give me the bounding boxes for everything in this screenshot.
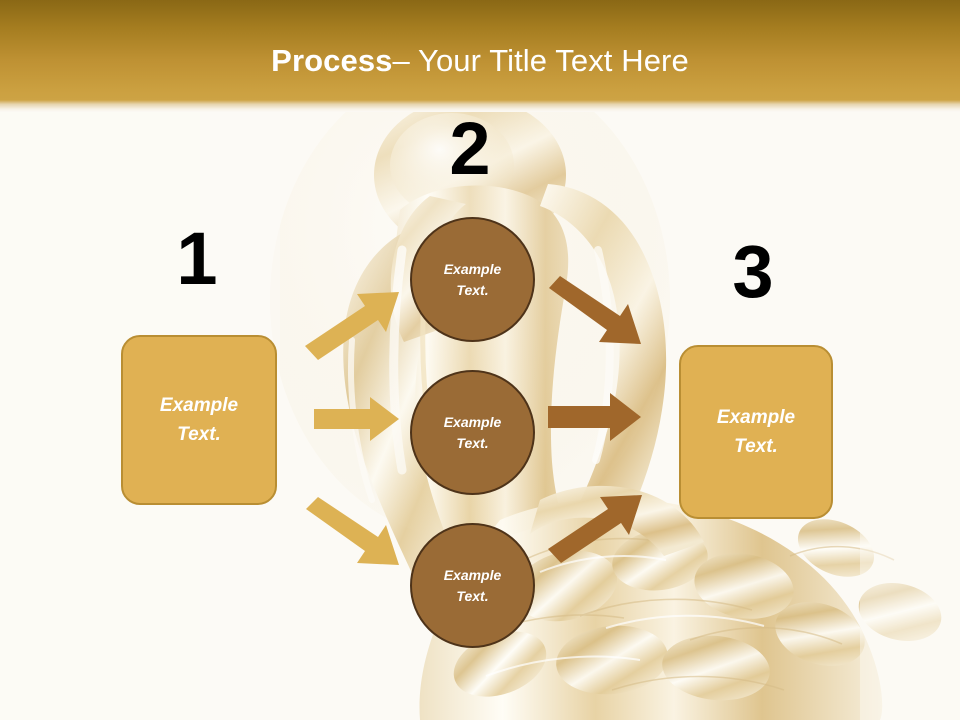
process-circle-top[interactable]: Example Text. [410,217,535,342]
process-circle-middle-line1: Example [443,413,502,430]
step-number-3: 3 [732,230,774,313]
arrow-left-to-bottom-circle [306,497,399,565]
process-box-right-line2: Text. [734,436,778,457]
process-circle-bottom-line2: Text. [456,587,489,604]
process-circle-bottom-line1: Example [443,566,502,583]
arrow-top-circle-to-right [549,276,641,344]
process-box-right[interactable]: Example Text. [679,345,833,519]
process-box-right-line1: Example [716,406,796,428]
arrow-bottom-circle-to-right [548,495,642,563]
process-box-left-line2: Text. [177,424,221,445]
process-box-left[interactable]: Example Text. [121,335,277,505]
process-circle-top-line1: Example [443,260,502,277]
process-box-left-line1: Example [159,394,239,416]
arrow-left-to-middle-circle [314,397,399,441]
process-circle-top-line2: Text. [456,281,489,298]
process-circle-middle[interactable]: Example Text. [410,370,535,495]
step-number-1: 1 [176,217,218,300]
arrow-left-to-top-circle [305,292,399,360]
process-circle-bottom[interactable]: Example Text. [410,523,535,648]
process-circle-middle-line2: Text. [456,434,489,451]
arrow-middle-circle-to-right [548,393,641,441]
step-number-2: 2 [449,107,491,190]
